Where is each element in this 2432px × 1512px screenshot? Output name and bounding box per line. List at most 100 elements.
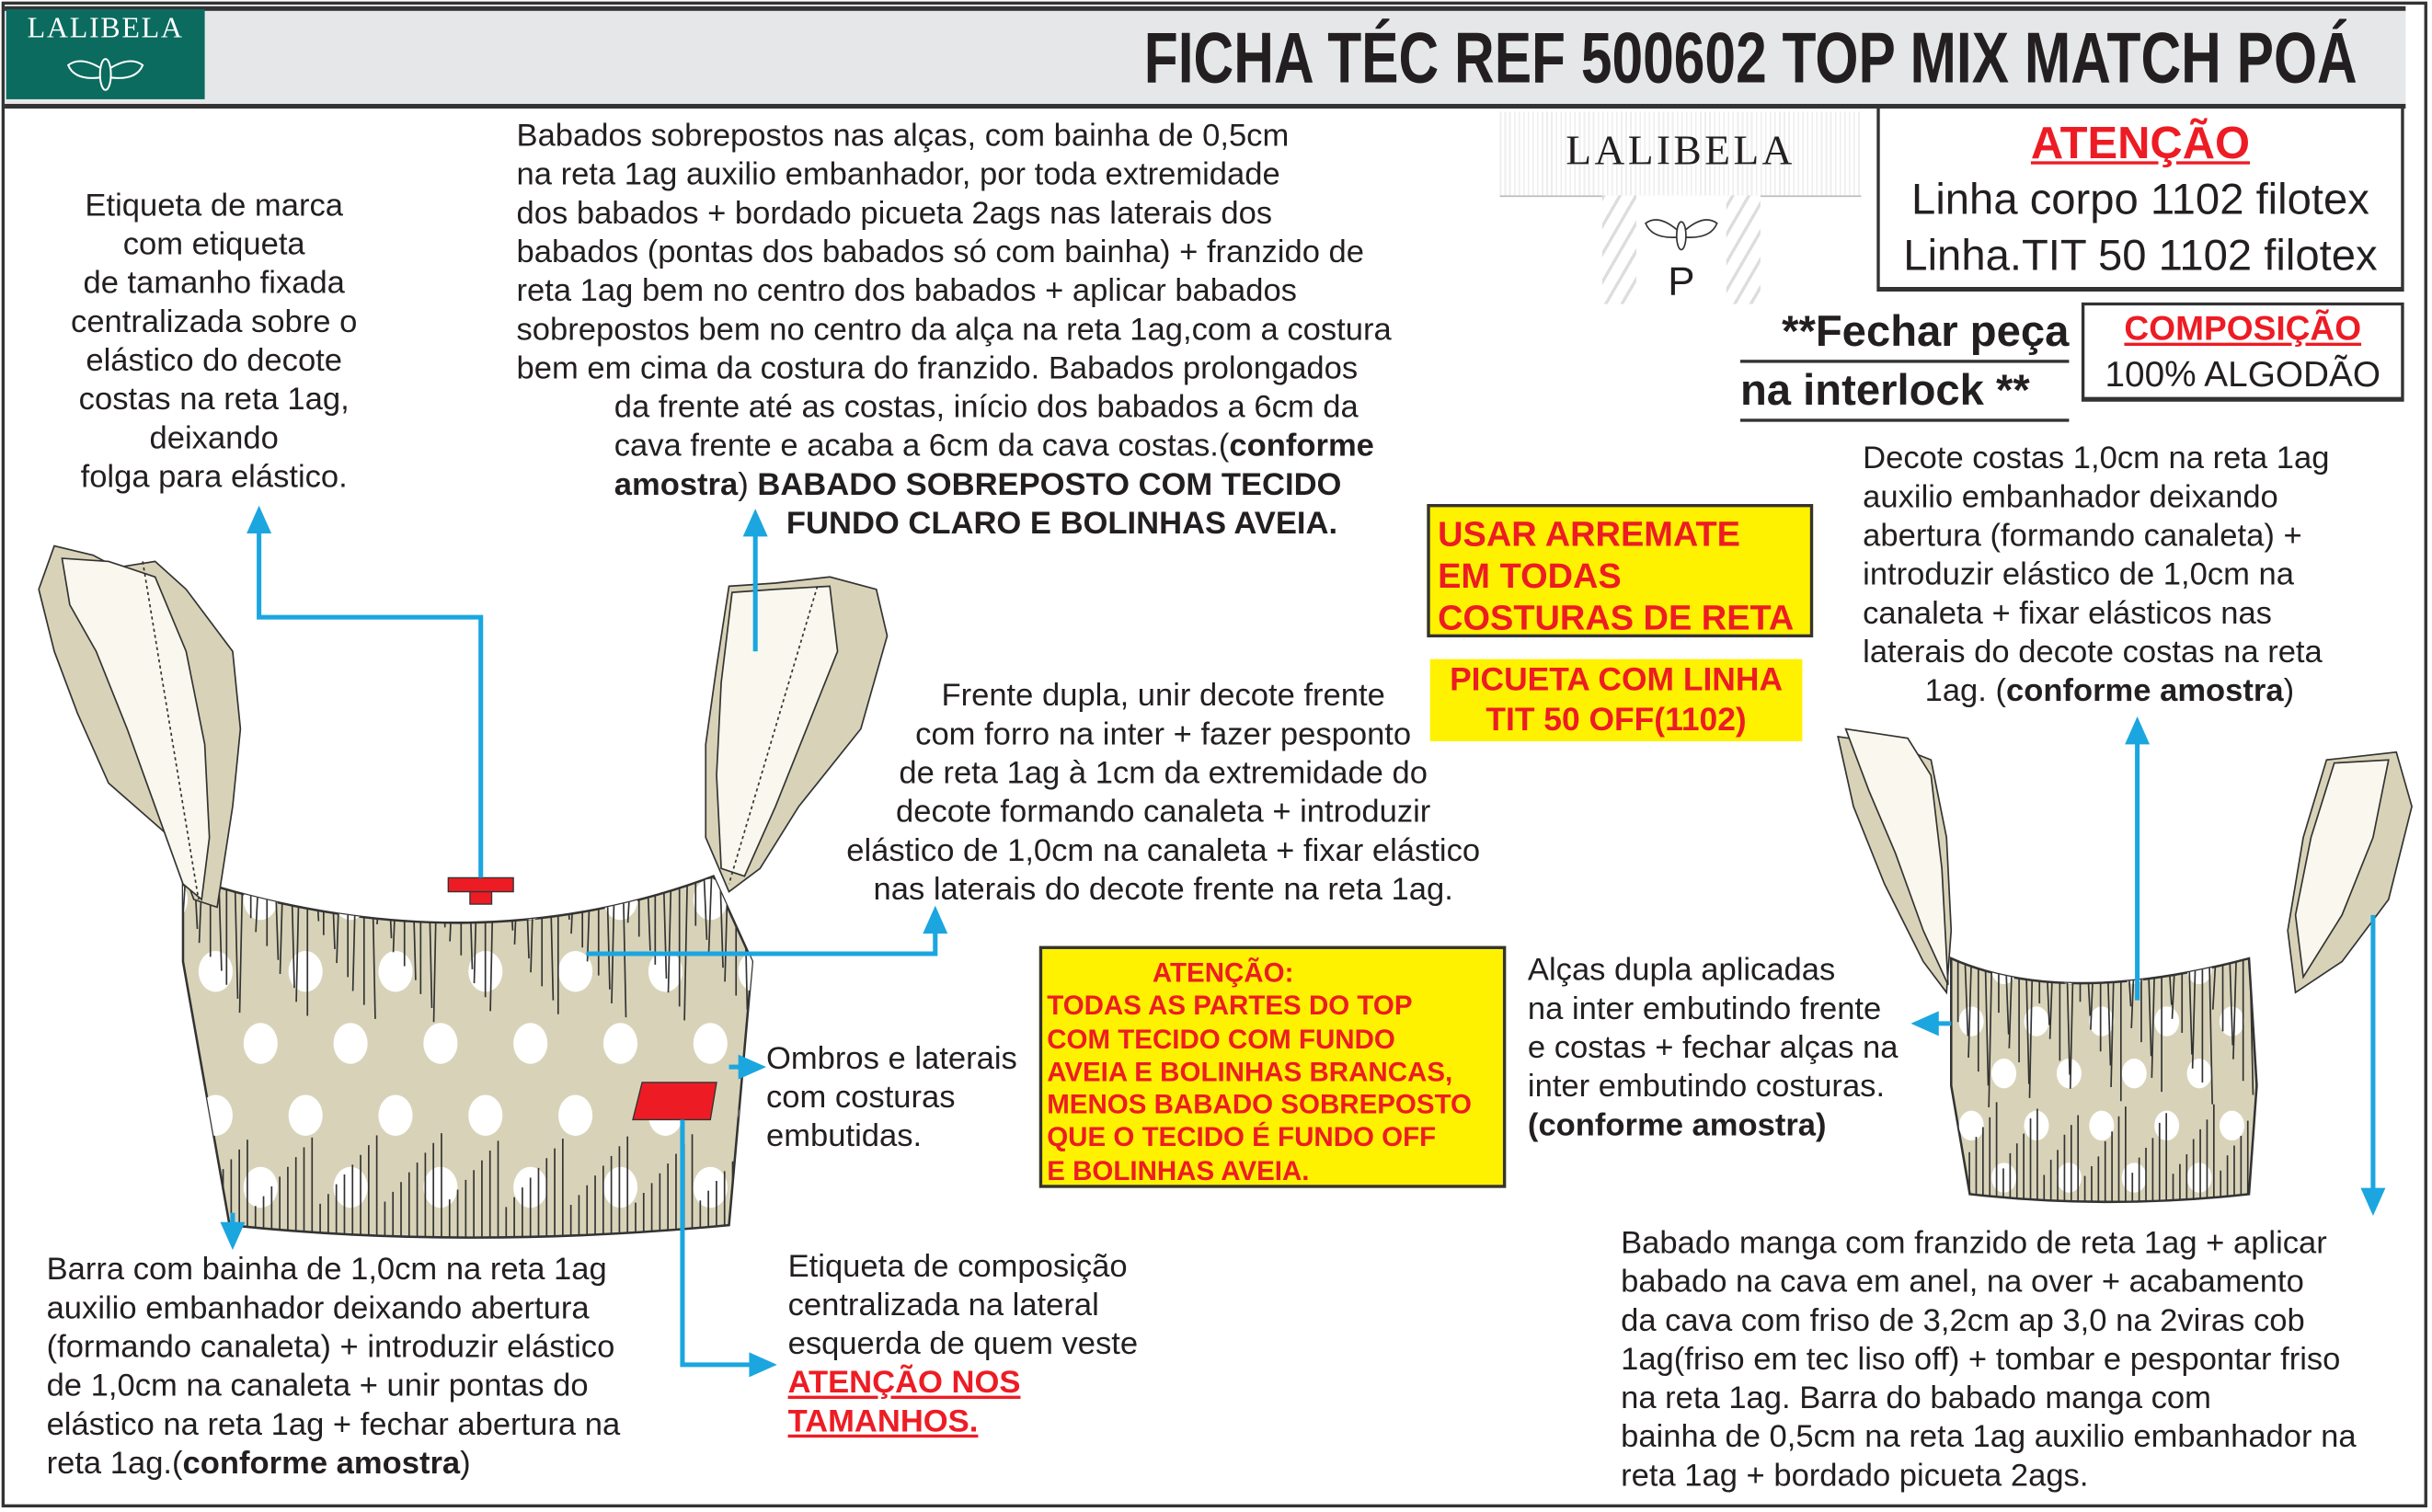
note-line: centralizada sobre o	[71, 304, 358, 340]
note-line: centralizada na lateral	[787, 1287, 1099, 1323]
note-line: reta 1ag + bordado picueta 2ags.	[1621, 1458, 2089, 1494]
note-line: auxilio embanhador deixando	[1863, 479, 2278, 515]
note-line: introduzir elástico de 1,0cm na	[1863, 556, 2294, 593]
note-line: elástico do decote	[86, 342, 343, 379]
note-line: na inter embutindo frente	[1527, 991, 1882, 1027]
close-interlock-note: **Fechar peça na interlock **	[1739, 304, 2070, 422]
note-line: Alças dupla aplicadas	[1527, 952, 1836, 989]
thread-line: Linha.TIT 50 1102 filotex	[1903, 231, 2378, 280]
note-line: (formando canaleta) + introduzir elástic…	[46, 1329, 615, 1365]
note-line: E BOLINHAS AVEIA.	[1047, 1154, 1310, 1186]
note-line: Babados sobrepostos nas alças, com bainh…	[516, 118, 1290, 154]
warning-line: COSTURAS DE RETA	[1438, 598, 1795, 638]
note-line: com forro na inter + fazer pesponto	[915, 716, 1412, 752]
note-line: cava frente e acaba a 6cm da cava costas…	[614, 428, 1230, 464]
note-bold: conforme amostra	[2005, 672, 2284, 709]
brand-label-tag: LALIBELA	[1499, 111, 1862, 198]
note-line: COM TECIDO COM FUNDO	[1047, 1023, 1395, 1054]
note-line: babado na cava em anel, na over + acabam…	[1621, 1264, 2304, 1300]
note-line: Barra com bainha de 1,0cm na reta 1ag	[46, 1251, 607, 1288]
warning-line: TIT 50 OFF(1102)	[1486, 702, 1747, 739]
note-line: Ombros e laterais	[765, 1040, 1017, 1077]
note-line: Etiqueta de marca	[85, 188, 343, 223]
warning-heading: ATENÇÃO:	[1152, 956, 1294, 989]
note-line: Frente dupla, unir decote frente	[941, 677, 1385, 714]
composition-value: 100% ALGODÃO	[2105, 353, 2381, 395]
note-line: AVEIA E BOLINHAS BRANCAS,	[1047, 1056, 1453, 1087]
finish-warning-box: USAR ARREMATE EM TODAS COSTURAS DE RETA	[1427, 504, 1814, 638]
note-line: folga para elástico.	[80, 459, 348, 495]
note-line: Decote costas 1,0cm na reta 1ag	[1863, 440, 2330, 476]
note-line: TODAS AS PARTES DO TOP	[1047, 990, 1413, 1022]
note-line: embutidas.	[765, 1117, 923, 1154]
note-bold: conforme	[1229, 428, 1374, 464]
note-line: elástico de 1,0cm na canaleta + fixar el…	[846, 832, 1481, 869]
note-line: na reta 1ag. Barra do babado manga com	[1621, 1380, 2211, 1416]
close-note-line: **Fechar peça	[1739, 304, 2070, 363]
note-line: e costas + fechar alças na	[1527, 1029, 1899, 1066]
bee-icon	[1645, 219, 1718, 251]
warning-line: EM TODAS	[1438, 556, 1622, 596]
note-line: costas na reta 1ag,	[78, 381, 350, 418]
note-bold: amostra	[614, 466, 739, 503]
brand-name: LALIBELA	[27, 12, 184, 45]
note-bold: BABADO SOBREPOSTO COM TECIDO	[748, 466, 1342, 503]
picueta-box: PICUETA COM LINHA TIT 50 OFF(1102)	[1429, 659, 1803, 742]
label-tag-brand: LALIBELA	[1566, 127, 1795, 174]
brand-logo: LALIBELA	[6, 9, 205, 99]
note-line: MENOS BABADO SOBREPOSTO	[1047, 1089, 1473, 1120]
note-line: decote formando canaleta + introduzir	[896, 794, 1431, 830]
header-band	[5, 6, 2406, 109]
warning-line: PICUETA COM LINHA	[1450, 662, 1784, 698]
note-line: nas laterais do decote frente na reta 1a…	[873, 871, 1453, 908]
ruffles-note: Babados sobrepostos nas alças, com bainh…	[517, 116, 1392, 543]
page-title: FICHA TÉC REF 500602 TOP MIX MATCH POÁ	[1144, 17, 2358, 98]
note-line: de reta 1ag à 1cm da extremidade do	[899, 755, 1428, 791]
note-line: elástico na reta 1ag + fechar abertura n…	[46, 1406, 621, 1443]
note-line: sobrepostos bem no centro da alça na ret…	[516, 311, 1392, 348]
note-line: reta 1ag bem no centro dos babados + apl…	[516, 272, 1297, 309]
note-line: reta 1ag.(	[46, 1445, 183, 1482]
thread-attention-box: ATENÇÃO Linha corpo 1102 filotex Linha.T…	[1876, 105, 2404, 292]
note-line: de tamanho fixada	[83, 265, 345, 302]
close-note-line: na interlock **	[1739, 363, 2070, 422]
note-line: )	[460, 1445, 471, 1482]
note-line: QUE O TECIDO É FUNDO OFF	[1047, 1121, 1437, 1153]
note-line: babados (pontas dos babados só com bainh…	[516, 234, 1365, 270]
attention-heading: ATENÇÃO	[2030, 119, 2251, 169]
note-line: Etiqueta de composição	[787, 1248, 1128, 1285]
note-line: na reta 1ag auxilio embanhador, por toda…	[516, 156, 1280, 193]
note-bold: conforme amostra	[182, 1445, 461, 1482]
note-line: bem em cima da costura do franzido. Baba…	[516, 350, 1359, 386]
note-line: canaleta + fixar elásticos nas	[1863, 595, 2272, 632]
note-red: ATENÇÃO NOS	[787, 1364, 1021, 1401]
note-line: )	[738, 466, 749, 503]
note-red: TAMANHOS.	[787, 1403, 979, 1439]
note-line: dos babados + bordado picueta 2ags nas l…	[516, 195, 1273, 232]
note-line: bainha de 0,5cm na reta 1ag auxilio emba…	[1621, 1418, 2357, 1455]
note-line: deixando	[149, 419, 279, 456]
note-line: auxilio embanhador deixando abertura	[46, 1289, 590, 1326]
note-line: 1ag(friso em tec liso off) + tombar e pe…	[1621, 1341, 2341, 1378]
note-line: )	[2283, 672, 2295, 709]
size-tag: P	[1601, 195, 1761, 304]
composition-heading: COMPOSIÇÃO	[2124, 308, 2362, 348]
note-line: da cava com friso de 3,2cm ap 3,0 na 2vi…	[1621, 1302, 2305, 1339]
thread-line: Linha corpo 1102 filotex	[1911, 175, 2369, 223]
note-line: de 1,0cm na canaleta + unir pontas do	[46, 1368, 589, 1404]
note-line: abertura (formando canaleta) +	[1863, 518, 2302, 554]
note-line: com costuras	[765, 1079, 956, 1116]
note-line: esquerda de quem veste	[787, 1325, 1139, 1362]
note-line: com etiqueta	[122, 226, 305, 262]
composition-box: COMPOSIÇÃO 100% ALGODÃO	[2081, 302, 2404, 402]
warning-line: USAR ARREMATE	[1438, 514, 1740, 554]
size-label: P	[1668, 257, 1695, 304]
